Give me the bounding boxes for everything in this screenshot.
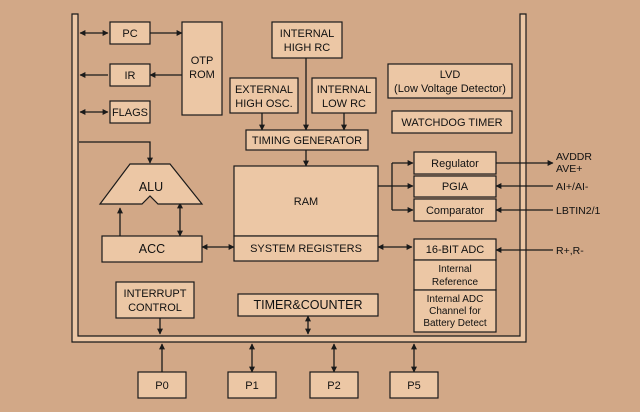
pc-block: PC xyxy=(109,21,151,45)
internal-low-rc-block: INTERNAL LOW RC xyxy=(311,77,377,114)
pgia-block: PGIA xyxy=(413,175,497,198)
lvd-block: LVD (Low Voltage Detector) xyxy=(387,63,513,99)
port-p5: P5 xyxy=(389,371,439,399)
connections xyxy=(79,30,554,373)
internal-high-rc-block: INTERNAL HIGH RC xyxy=(271,21,343,59)
port-p1: P1 xyxy=(227,371,277,399)
regulator-block: Regulator xyxy=(413,151,497,175)
internal-adc-channel-label-3: Battery Detect xyxy=(423,318,487,329)
ram-block: RAM xyxy=(233,165,379,237)
interrupt-control-block: INTERRUPT CONTROL xyxy=(115,281,195,319)
internal-bus xyxy=(71,13,527,343)
alu-label: ALU xyxy=(139,180,163,194)
ir-block: IR xyxy=(109,63,151,87)
adc-block: 16-BIT ADC Internal Reference Internal A… xyxy=(413,238,497,333)
internal-adc-channel-label-2: Channel for xyxy=(429,306,481,317)
alu-block: ALU xyxy=(98,163,204,205)
external-high-osc-block: EXTERNAL HIGH OSC. xyxy=(229,77,299,114)
timer-counter-block: TIMER&COUNTER xyxy=(237,293,379,317)
ir-label: IR xyxy=(125,70,136,82)
internal-high-rc-label-2: HIGH RC xyxy=(284,42,331,54)
internal-high-rc-label-1: INTERNAL xyxy=(280,28,334,40)
port-p0: P0 xyxy=(137,371,187,399)
otp-rom-block: OTP ROM xyxy=(181,21,223,116)
interrupt-control-label-1: INTERRUPT xyxy=(124,288,187,300)
timing-generator-block: TIMING GENERATOR xyxy=(245,129,369,151)
acc-block: ACC xyxy=(101,235,203,263)
timing-generator-label: TIMING GENERATOR xyxy=(252,135,362,147)
adc-label: 16-BIT ADC xyxy=(426,244,485,256)
port-p2: P2 xyxy=(309,371,359,399)
system-registers-block: SYSTEM REGISTERS xyxy=(233,235,379,262)
ram-label: RAM xyxy=(294,196,318,208)
timer-counter-label: TIMER&COUNTER xyxy=(253,298,362,312)
comparator-block: Comparator xyxy=(413,198,497,222)
port-p0-label: P0 xyxy=(155,380,168,392)
comparator-label: Comparator xyxy=(426,205,484,217)
pin-ave: AVE+ xyxy=(556,163,582,175)
lvd-label-2: (Low Voltage Detector) xyxy=(394,83,506,95)
flags-block: FLAGS xyxy=(109,100,151,124)
pin-lbtin: LBTIN2/1 xyxy=(556,205,601,217)
otp-rom-label-1: OTP xyxy=(191,55,214,67)
interrupt-control-label-2: CONTROL xyxy=(128,302,182,314)
watchdog-timer-block: WATCHDOG TIMER xyxy=(391,110,513,134)
pgia-label: PGIA xyxy=(442,181,469,193)
port-p1-label: P1 xyxy=(245,380,258,392)
external-high-osc-label-2: HIGH OSC. xyxy=(235,98,292,110)
pc-label: PC xyxy=(122,28,137,40)
internal-reference-label-1: Internal xyxy=(438,264,471,275)
pin-ai: AI+/AI- xyxy=(556,181,589,193)
internal-low-rc-label-2: LOW RC xyxy=(322,98,366,110)
system-registers-label: SYSTEM REGISTERS xyxy=(250,243,362,255)
lvd-label-1: LVD xyxy=(440,69,461,81)
pin-r: R+,R- xyxy=(556,245,584,257)
regulator-label: Regulator xyxy=(431,158,479,170)
internal-adc-channel-label-1: Internal ADC xyxy=(427,294,484,305)
internal-reference-label-2: Reference xyxy=(432,277,479,288)
acc-label: ACC xyxy=(139,242,165,256)
port-p5-label: P5 xyxy=(407,380,420,392)
pin-avddr: AVDDR xyxy=(556,151,592,163)
flags-label: FLAGS xyxy=(112,107,148,119)
watchdog-timer-label: WATCHDOG TIMER xyxy=(401,117,502,129)
otp-rom-label-2: ROM xyxy=(189,69,215,81)
port-p2-label: P2 xyxy=(327,380,340,392)
internal-low-rc-label-1: INTERNAL xyxy=(317,84,371,96)
external-high-osc-label-1: EXTERNAL xyxy=(235,84,293,96)
